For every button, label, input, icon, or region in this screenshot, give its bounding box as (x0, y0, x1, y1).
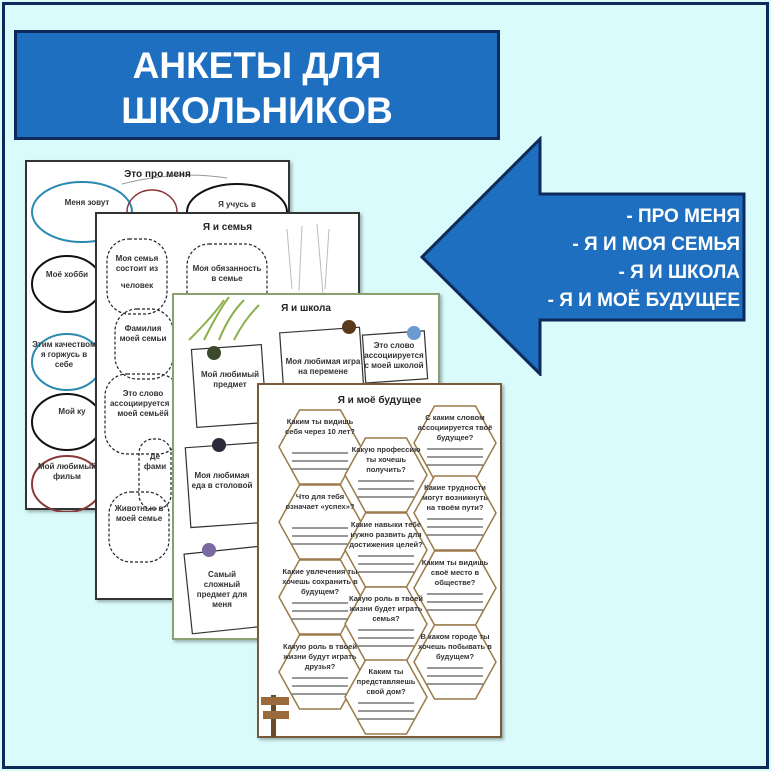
hexagon (413, 475, 497, 551)
question-label: С каким словом ассоциируется твоё будуще… (417, 413, 493, 442)
question-label: В каком городе ты хочешь побывать в буду… (418, 632, 492, 661)
field-label: Мой любимый фильм (37, 462, 97, 481)
field-label: Мой ку (58, 407, 86, 416)
worksheet-future: Я и моё будущее Каким ты видишь себя чер… (257, 383, 502, 738)
hexagon-frames (261, 405, 497, 737)
hexagon (344, 659, 428, 735)
contents-item: - ПРО МЕНЯ (626, 206, 740, 227)
question-label: Что для тебя означает «успех»? (285, 492, 355, 511)
hexagon (413, 624, 497, 700)
field-label: Моё хобби (45, 270, 89, 279)
question-label: Каким ты видишь себя через 10 лет? (285, 417, 355, 436)
field-label: Я учусь в (218, 200, 256, 209)
question-label: Какую роль в твоей жизни будет играть се… (349, 594, 423, 623)
field-label: Животные в моей семье (114, 504, 164, 523)
field-label: Моя семья состоит из (115, 254, 159, 273)
question-label: Какую профессию ты хочешь получить? (351, 445, 421, 474)
field-label: Это слово ассоциируется с моей школой (364, 341, 424, 370)
question-label: Какие навыки тебе нужно развить для дост… (349, 520, 423, 549)
contents-item: - Я И МОЯ СЕМЬЯ (572, 234, 740, 255)
field-label: Этим качеством я горжусь в себе (32, 340, 96, 369)
question-label: Какую роль в твоей жизни будут играть др… (283, 642, 357, 671)
field-label: Моя обязанность в семье (192, 264, 262, 283)
field-label: Меня зовут (64, 198, 110, 207)
question-label: Какие трудности могут возникнуть на твоё… (422, 483, 488, 512)
field-label: Моя любимая игра на перемене (285, 357, 361, 376)
question-label: Каким ты представляешь свой дом? (356, 667, 416, 696)
contents-list: - ПРО МЕНЯ - Я И МОЯ СЕМЬЯ - Я И ШКОЛА -… (490, 203, 740, 315)
title-line-2: ШКОЛЬНИКОВ (121, 90, 393, 131)
question-label: Каким ты видишь своё место в обществе? (421, 558, 489, 587)
question-label: Какие увлечения ты хочешь сохранить в бу… (282, 567, 358, 596)
title-banner: АНКЕТЫ ДЛЯ ШКОЛЬНИКОВ (14, 30, 500, 140)
cloud-frames (104, 223, 330, 563)
hexagon (344, 437, 428, 513)
field-label: Это слово ассоциируется с моей семьёй (109, 389, 177, 418)
contents-item: - Я И МОЁ БУДУЩЕЕ (547, 290, 740, 311)
field-label: Фамилия моей семьи (119, 324, 167, 343)
field-label: Самый сложный предмет для меня (196, 570, 248, 609)
arrow-left-icon (420, 136, 746, 376)
page-title: Это про меня (124, 169, 191, 180)
field-label: Мой любимый предмет (200, 370, 260, 389)
contents-item: - Я И ШКОЛА (618, 262, 740, 283)
page-title: Я и школа (281, 303, 331, 314)
field-label: Моя любимая еда в столовой (191, 471, 253, 490)
page-title: Я и семья (202, 222, 253, 233)
signpost-icon (261, 695, 289, 737)
field-label: человек (120, 281, 154, 290)
field-label: Де фами (143, 452, 167, 471)
title-line-1: АНКЕТЫ ДЛЯ (132, 45, 382, 86)
page-title: Я и моё будущее (337, 395, 422, 406)
